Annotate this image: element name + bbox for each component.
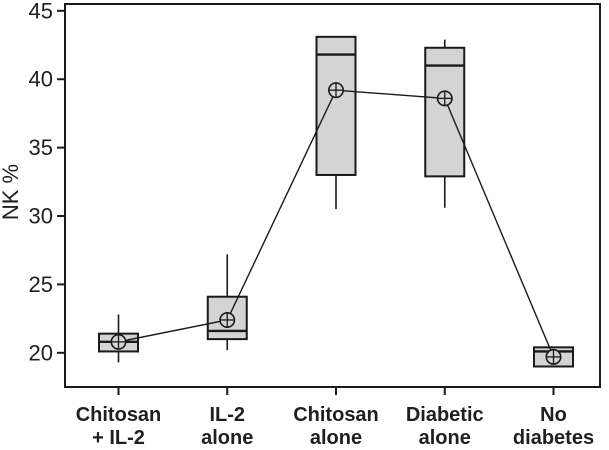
mean-marker-1 <box>110 333 127 350</box>
iqr-box <box>424 46 466 178</box>
mean-marker-5 <box>545 348 562 365</box>
x-category-label-line2: alone <box>419 427 471 449</box>
y-tick-label: 45 <box>29 0 53 23</box>
x-category-label-line1: Chitosan <box>76 404 162 426</box>
x-category-label-line1: Chitosan <box>293 404 379 426</box>
y-tick-label: 25 <box>29 272 53 297</box>
y-tick-label: 35 <box>29 135 53 160</box>
x-category-label-line1: IL-2 <box>209 404 245 426</box>
x-category-label-line2: + IL-2 <box>92 427 145 449</box>
mean-marker-2 <box>219 311 236 328</box>
y-tick-label: 30 <box>29 204 53 229</box>
x-category-label-line2: diabetes <box>513 427 594 449</box>
mean-marker-3 <box>327 82 344 99</box>
x-category-label-line2: alone <box>310 427 362 449</box>
box-group-4 <box>424 39 466 208</box>
mean-marker-4 <box>436 90 453 107</box>
x-category-label-line1: Diabetic <box>406 404 484 426</box>
y-tick-label: 40 <box>29 67 53 92</box>
x-category-label-line1: No <box>540 404 567 426</box>
iqr-box <box>315 35 357 176</box>
box-group-3 <box>315 35 357 210</box>
y-axis-title: NK % <box>0 164 23 220</box>
y-tick-label: 20 <box>29 340 53 365</box>
x-category-label-line2: alone <box>201 427 253 449</box>
